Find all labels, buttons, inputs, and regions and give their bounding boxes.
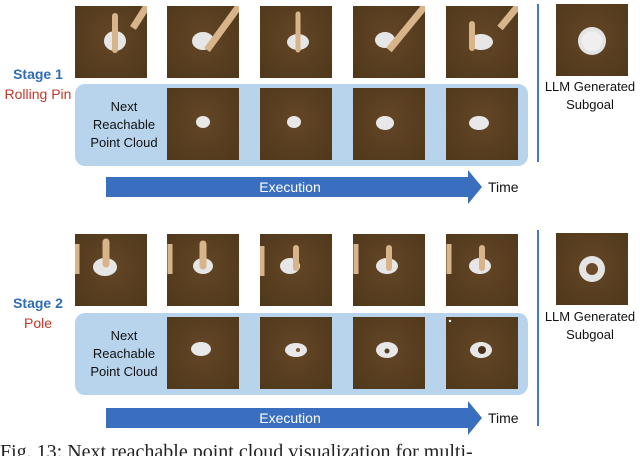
stage1-number: Stage 1 [13, 66, 63, 82]
point-cloud-icon [191, 342, 211, 356]
point-cloud-icon [376, 342, 398, 358]
rolling-pin-scene-icon [192, 6, 239, 53]
stage1-frame-5 [446, 6, 518, 78]
stage2-frame-2 [167, 234, 239, 306]
rolling-pin-scene-icon [469, 6, 518, 51]
pole-scene-icon [75, 238, 117, 276]
point-cloud-icon [448, 319, 492, 358]
stage1-frame-2 [167, 6, 239, 78]
stage2-time-label: Time [488, 410, 519, 426]
stage2-divider [537, 230, 539, 426]
stage2-frame-3 [260, 234, 332, 306]
stage1-frame-4 [353, 6, 425, 78]
stage1-cloud-2 [260, 88, 332, 160]
rolling-pin-scene-icon [287, 11, 309, 53]
stage2-frame-4 [353, 234, 425, 306]
pole-scene-icon [260, 245, 300, 276]
pole-scene-icon [353, 244, 398, 274]
point-cloud-icon [196, 116, 210, 128]
point-cloud-icon [376, 116, 394, 130]
stage1-cloud-3 [353, 88, 425, 160]
stage1-subgoal-image [556, 4, 628, 76]
stage2-frame-5 [446, 234, 518, 306]
rolling-pin-scene-icon [104, 6, 147, 53]
pole-scene-icon [446, 244, 491, 274]
stage2-cloud-3 [353, 317, 425, 389]
stage1-divider [537, 4, 539, 162]
stage2-panel-label: Next Reachable Point Cloud [90, 328, 158, 379]
stage1-panel-label: Next Reachable Point Cloud [90, 99, 158, 150]
stage1-frame-3 [260, 6, 332, 78]
rolling-pin-scene-icon [375, 6, 425, 53]
point-cloud-icon [285, 343, 307, 357]
point-cloud-icon [287, 116, 301, 128]
stage2-subgoal-label: LLM Generated Subgoal [544, 309, 636, 342]
stage1-frame-1 [75, 6, 147, 78]
stage2-number: Stage 2 [13, 295, 63, 311]
dough-ring-icon [579, 256, 605, 282]
stage2-cloud-1 [167, 317, 239, 389]
stage2-cloud-2 [260, 317, 332, 389]
figure-caption: Fig. 13: Next reachable point cloud visu… [0, 441, 473, 456]
stage1-cloud-1 [167, 88, 239, 160]
stage2-frame-1 [75, 234, 147, 306]
stage2-cloud-4 [446, 317, 518, 389]
stage2-execution-label: Execution [259, 410, 321, 426]
stage2-subgoal-image [556, 233, 628, 305]
stage2-tool-name: Pole [23, 315, 53, 331]
dough-disc-icon [578, 27, 606, 55]
stage1-time-label: Time [488, 179, 519, 195]
stage1-execution-label: Execution [259, 179, 321, 195]
stage1-cloud-4 [446, 88, 518, 160]
stage1-tool-name: Rolling Pin [4, 86, 72, 102]
point-cloud-icon [469, 116, 489, 130]
stage1-subgoal-label: LLM Generated Subgoal [544, 79, 636, 112]
pole-scene-icon [167, 240, 213, 274]
